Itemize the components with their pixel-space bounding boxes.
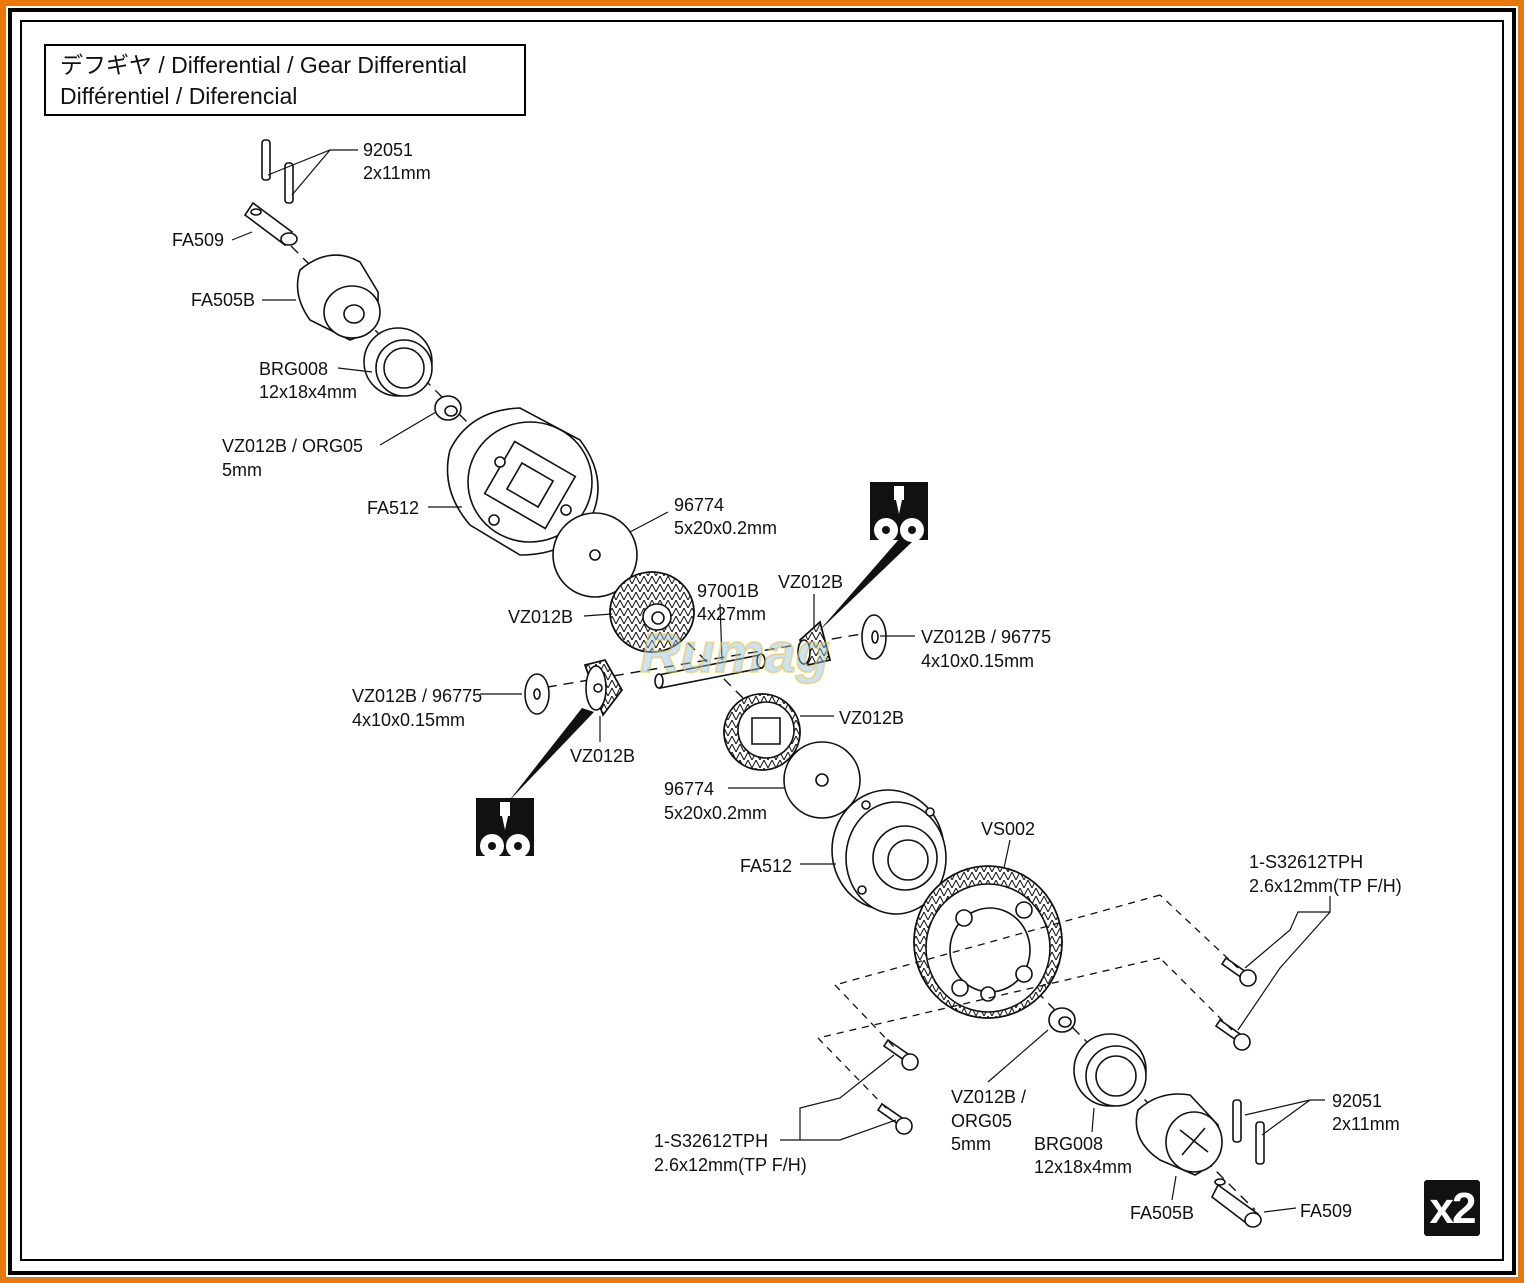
label-washer-right-size: 4x10x0.15mm bbox=[921, 651, 1035, 671]
label-bearing-bottom-code: BRG008 bbox=[1034, 1134, 1104, 1154]
pin-92051-top bbox=[261, 139, 294, 204]
oring-vz012b-top bbox=[434, 395, 462, 421]
screw-right-lower bbox=[1214, 1018, 1251, 1051]
cup-fa505b-top bbox=[296, 254, 381, 341]
label-pin-bottom-code: 92051 bbox=[1332, 1091, 1383, 1111]
washer-96775-left bbox=[524, 673, 550, 715]
grease-application-icon bbox=[870, 482, 928, 542]
label-pin-bottom-size: 2x11mm bbox=[1332, 1114, 1400, 1134]
label-shaft-size: 4x27mm bbox=[697, 604, 767, 624]
bevel-gear-vz012b-small-left bbox=[583, 659, 623, 717]
label-bearing-bottom-size: 12x18x4mm bbox=[1034, 1157, 1133, 1177]
label-bearing-top-size: 12x18x4mm bbox=[259, 382, 358, 402]
frame-line bbox=[20, 20, 1504, 1261]
label-ring-gear: VS002 bbox=[981, 819, 1036, 839]
label-washer-right-code: VZ012B / 96775 bbox=[921, 627, 1052, 647]
washer-96775-right bbox=[861, 614, 887, 660]
pin-92051-bottom bbox=[1232, 1099, 1265, 1165]
label-case-top: FA512 bbox=[367, 498, 420, 518]
label-screw-right-size: 2.6x12mm(TP F/H) bbox=[1249, 876, 1402, 896]
label-bearing-top-code: BRG008 bbox=[259, 359, 329, 379]
label-case-bottom: FA512 bbox=[740, 856, 793, 876]
label-washer-left-size: 4x10x0.15mm bbox=[352, 710, 466, 730]
title-box: デフギヤ / Differential / Gear Differential … bbox=[44, 44, 526, 116]
screw-guides bbox=[817, 894, 1239, 1113]
label-oring-bottom-code2: ORG05 bbox=[951, 1111, 1013, 1131]
gasket-96774-bottom bbox=[783, 741, 861, 819]
label-oring-bottom-size: 5mm bbox=[951, 1134, 991, 1154]
quantity-badge: x2 bbox=[1424, 1180, 1480, 1236]
title-line-2: Différentiel / Diferencial bbox=[60, 83, 298, 109]
title-line-1: デフギヤ / Differential / Gear Differential bbox=[60, 52, 467, 78]
label-washer-left-code: VZ012B / 96775 bbox=[352, 686, 483, 706]
label-cup-bottom: FA505B bbox=[1130, 1203, 1195, 1223]
label-pin-top-code: 92051 bbox=[363, 140, 414, 160]
screw-left-upper bbox=[882, 1038, 919, 1071]
label-oring-top-code: VZ012B / ORG05 bbox=[222, 436, 364, 456]
bearing-brg008-bottom bbox=[1073, 1033, 1147, 1107]
watermark: Rumag bbox=[640, 621, 830, 684]
label-gasket-bottom-size: 5x20x0.2mm bbox=[664, 803, 768, 823]
label-bevel-big-left: VZ012B bbox=[508, 607, 574, 627]
ring-gear-vs002 bbox=[913, 865, 1063, 1019]
screw-left-lower bbox=[876, 1102, 913, 1135]
bearing-brg008-top bbox=[363, 327, 433, 397]
label-screw-right-code: 1-S32612TPH bbox=[1249, 852, 1364, 872]
label-joint-top: FA509 bbox=[172, 230, 225, 250]
label-gasket-top-size: 5x20x0.2mm bbox=[674, 518, 778, 538]
label-bevel-small-left: VZ012B bbox=[570, 746, 636, 766]
label-oring-bottom-code: VZ012B / bbox=[951, 1087, 1027, 1107]
grease-application-icon bbox=[476, 798, 534, 858]
shaft-97001b bbox=[654, 653, 766, 689]
label-oring-top-size: 5mm bbox=[222, 460, 262, 480]
label-gasket-bottom-code: 96774 bbox=[664, 779, 715, 799]
bevel-gear-vz012b-small-right bbox=[797, 620, 831, 666]
screw-right-upper bbox=[1220, 956, 1257, 987]
bevel-gear-vz012b-big-right bbox=[723, 693, 801, 771]
case-fa512-bottom bbox=[831, 789, 947, 915]
label-shaft-code: 97001B bbox=[697, 581, 760, 601]
label-cup-top: FA505B bbox=[191, 290, 256, 310]
label-screw-left-size: 2.6x12mm(TP F/H) bbox=[654, 1155, 807, 1175]
label-bevel-big-right: VZ012B bbox=[839, 708, 905, 728]
inner-frame bbox=[8, 8, 1516, 1275]
cup-fa505b-bottom bbox=[1135, 1093, 1223, 1176]
label-screw-left-code: 1-S32612TPH bbox=[654, 1131, 769, 1151]
leader-lines bbox=[231, 149, 1331, 1213]
oring-vz012b-bottom bbox=[1048, 1007, 1076, 1033]
joint-fa509-top bbox=[243, 201, 298, 247]
grease-pointers bbox=[508, 538, 912, 802]
label-bevel-small-right: VZ012B bbox=[778, 572, 844, 592]
case-fa512-top bbox=[446, 407, 599, 556]
bevel-gear-vz012b-big-left bbox=[609, 571, 695, 653]
joint-fa509-bottom bbox=[1210, 1178, 1262, 1228]
label-gasket-top-code: 96774 bbox=[674, 495, 725, 515]
gasket-96774-top bbox=[552, 512, 638, 598]
label-joint-bottom: FA509 bbox=[1300, 1201, 1353, 1221]
label-pin-top-size: 2x11mm bbox=[363, 163, 431, 183]
